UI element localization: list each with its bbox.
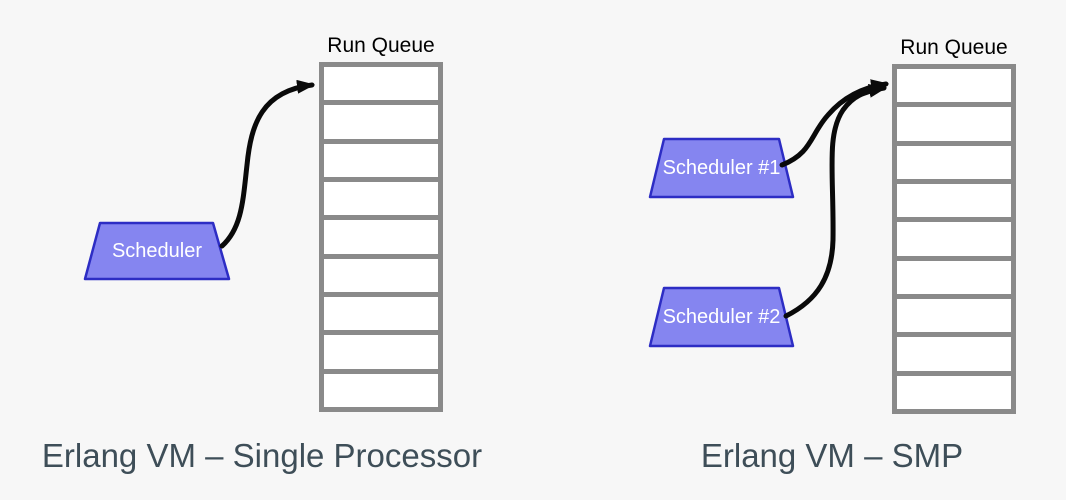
caption-smp: Erlang VM – SMP <box>700 437 964 474</box>
queue-cell <box>324 181 438 216</box>
queue-cell <box>897 337 1011 371</box>
arrow-scheduler2-to-queue <box>783 83 887 319</box>
queue-cell <box>897 69 1011 103</box>
scheduler2-trapezoid-smp <box>648 286 795 348</box>
run-queue-label-right: Run Queue <box>900 36 1008 59</box>
scheduler-label-single: Scheduler <box>111 239 203 262</box>
run-queue-left <box>319 62 443 412</box>
queue-cell <box>324 373 438 407</box>
queue-cell <box>897 145 1011 179</box>
scheduler2-label-smp: Scheduler #2 <box>662 305 781 328</box>
queue-cell <box>897 222 1011 256</box>
run-queue-right <box>892 64 1016 414</box>
queue-cell <box>324 258 438 292</box>
queue-cell <box>324 296 438 331</box>
scheduler1-label-smp: Scheduler #1 <box>662 156 781 179</box>
run-queue-label-left: Run Queue <box>327 34 435 57</box>
arrow-scheduler1-to-queue <box>779 79 889 168</box>
queue-cell <box>897 375 1011 409</box>
queue-cell <box>324 335 438 369</box>
queue-cell <box>897 260 1011 294</box>
queue-cell <box>324 105 438 139</box>
scheduler-trapezoid-single <box>83 221 231 281</box>
queue-cell <box>897 183 1011 218</box>
queue-cell <box>324 220 438 254</box>
queue-cell <box>897 107 1011 141</box>
queue-cell <box>897 298 1011 333</box>
arrow-scheduler-to-queue <box>219 79 315 249</box>
caption-single-processor: Erlang VM – Single Processor <box>41 437 483 474</box>
queue-cell <box>324 67 438 101</box>
queue-cell <box>324 143 438 177</box>
scheduler1-trapezoid-smp <box>648 137 795 199</box>
